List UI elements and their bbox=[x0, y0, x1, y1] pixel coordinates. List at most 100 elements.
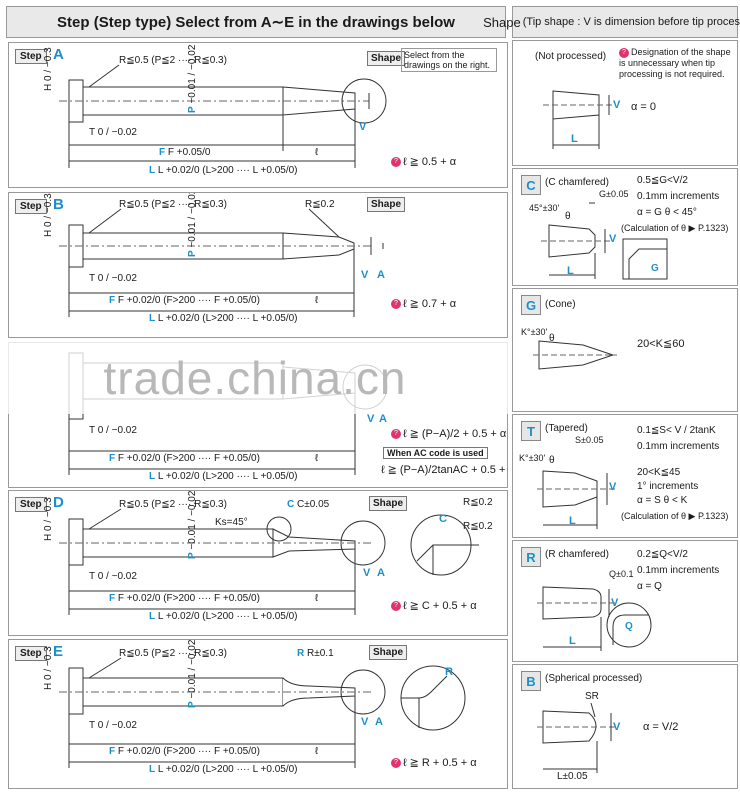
condition-ac: ℓ ≧ (P−A)/2tanAC + 0.5 + α bbox=[381, 464, 508, 476]
ell-label: ℓ bbox=[315, 593, 319, 604]
step-tag: Step bbox=[15, 497, 47, 512]
v-label: V bbox=[361, 716, 369, 728]
k-increments: 1° increments bbox=[637, 481, 699, 492]
g-tol: G±0.05 bbox=[599, 189, 629, 199]
panel-letter: B bbox=[53, 196, 64, 213]
h-dim: H 0 / −0.3 bbox=[43, 47, 54, 91]
shape-letter: C bbox=[521, 175, 541, 195]
t-dim: T 0 / −0.02 bbox=[89, 571, 137, 582]
pin-drawing-a bbox=[59, 64, 387, 168]
h-dim: H 0 / −0.3 bbox=[43, 497, 54, 541]
ell-label: ℓ bbox=[315, 295, 319, 306]
l-label: L bbox=[571, 133, 578, 145]
ks-angle: Ks=45° bbox=[215, 517, 248, 528]
panel-e: Step E R≦0.5 (P≦2 ···· R≦0.3) R R±0.1 Sh… bbox=[8, 639, 508, 789]
chamfer-note: C C±0.05 bbox=[287, 499, 330, 510]
t-dim: T 0 / −0.02 bbox=[89, 127, 137, 138]
calc-ref: (Calculation of θ ▶ P.1323) bbox=[621, 511, 729, 521]
shape-b-spherical: B (Spherical processed) SR α = V/2 V L±0… bbox=[512, 664, 738, 789]
theta: θ bbox=[549, 333, 555, 344]
shape-title: (Cone) bbox=[545, 299, 576, 310]
k-label: K°±30' bbox=[519, 453, 546, 463]
tip-radius-2: R≦0.2 bbox=[463, 521, 493, 532]
t-dim: T 0 / −0.02 bbox=[89, 720, 137, 731]
ell-label: ℓ bbox=[315, 147, 319, 158]
angle: 45°±30' bbox=[529, 203, 560, 213]
formula: α = S θ < K bbox=[637, 495, 688, 506]
increments: 0.1mm increments bbox=[637, 191, 720, 202]
t-dim: T 0 / −0.02 bbox=[89, 273, 137, 284]
pin-drawing-e bbox=[59, 657, 466, 768]
a-label: A bbox=[375, 716, 383, 728]
increments: 0.1mm increments bbox=[637, 565, 720, 576]
c-label: C bbox=[439, 513, 447, 525]
theta: θ bbox=[565, 211, 571, 222]
tip-drawing-b bbox=[537, 702, 617, 773]
f-dim: F F +0.02/0 (F>200 ···· F +0.05/0) bbox=[109, 593, 260, 604]
calc-ref: (Calculation of θ ▶ P.1323) bbox=[621, 223, 729, 233]
l-dim: L L +0.02/0 (L>200 ···· L +0.05/0) bbox=[149, 313, 298, 324]
sr-label: SR bbox=[585, 691, 599, 702]
shape-letter: R bbox=[521, 547, 541, 567]
s-tol: S±0.05 bbox=[575, 435, 604, 445]
a-label: A bbox=[377, 269, 385, 281]
p-dim: P −0.01 / −0.02 bbox=[187, 639, 198, 708]
formula: α = V/2 bbox=[643, 721, 679, 733]
f-dim: F F +0.05/0 bbox=[159, 147, 211, 158]
shape-note: ?Designation of the shape is unnecessary… bbox=[619, 47, 731, 79]
l-dim: L L +0.02/0 (L>200 ···· L +0.05/0) bbox=[149, 165, 298, 176]
ell-label: ℓ bbox=[315, 453, 319, 464]
radius-note: R≦0.5 (P≦2 ···· R≦0.3) bbox=[119, 199, 227, 210]
tip-drawing-t bbox=[537, 470, 615, 529]
panel-letter: D bbox=[53, 494, 64, 511]
step-tag: Step bbox=[15, 49, 47, 64]
v-label: V bbox=[363, 567, 371, 579]
shape-tag: Shape bbox=[367, 51, 406, 66]
radius-note: R≦0.5 (P≦2 ···· R≦0.3) bbox=[119, 648, 227, 659]
shape-title: (Spherical processed) bbox=[545, 673, 643, 684]
shape-t-tapered: T (Tapered) 0.1≦S< V / 2tanK 0.1mm incre… bbox=[512, 414, 738, 538]
shape-letter: G bbox=[521, 295, 541, 315]
shape-tag: Shape bbox=[369, 496, 408, 511]
a-label: A bbox=[379, 413, 387, 425]
condition: ?ℓ ≧ C + 0.5 + α bbox=[391, 599, 477, 612]
v-label: V bbox=[613, 721, 621, 733]
k-range: 20<K≦45 bbox=[637, 467, 681, 478]
tip-drawing-c bbox=[541, 202, 668, 280]
condition: ?ℓ ≧ 0.5 + α bbox=[391, 155, 456, 168]
theta: θ bbox=[549, 455, 555, 466]
v-label: V bbox=[367, 413, 375, 425]
l-dim: L L +0.02/0 (L>200 ···· L +0.05/0) bbox=[149, 611, 298, 622]
l-tol: L±0.05 bbox=[557, 771, 588, 782]
tip-drawing-r bbox=[537, 586, 652, 651]
shape-note: Select from the drawings on the right. bbox=[401, 48, 497, 72]
g-label: G bbox=[651, 263, 659, 274]
l-label: L bbox=[567, 265, 574, 277]
shape-not-processed: (Not processed) ?Designation of the shap… bbox=[512, 40, 738, 166]
v-label: V bbox=[613, 99, 621, 111]
panel-letter: E bbox=[53, 643, 64, 660]
step-tag: Step bbox=[15, 646, 47, 661]
pin-drawing-d bbox=[59, 508, 479, 615]
tip-drawing-none bbox=[543, 90, 613, 149]
step-tag: Step bbox=[15, 199, 47, 214]
l-label: L bbox=[569, 635, 576, 647]
p-dim: P −0.01 / −0.02 bbox=[187, 44, 198, 113]
shape-title: (C chamfered) bbox=[545, 177, 609, 188]
v-label: V bbox=[361, 269, 369, 281]
shape-header-note: (Tip shape : V is dimension before tip p… bbox=[522, 16, 740, 28]
v-label: V bbox=[609, 233, 617, 245]
v-label: V bbox=[611, 597, 619, 609]
p-dim: P −0.01 / −0.02 bbox=[187, 490, 198, 559]
pin-drawing-b bbox=[59, 208, 384, 317]
v-label: V bbox=[609, 481, 617, 493]
tip-radius-1: R≦0.2 bbox=[463, 497, 493, 508]
f-dim: F F +0.02/0 (F>200 ···· F +0.05/0) bbox=[109, 453, 260, 464]
l-label: L bbox=[569, 515, 576, 527]
range: 20<K≦60 bbox=[637, 338, 685, 350]
q-label: Q bbox=[625, 621, 633, 632]
v-label: V bbox=[359, 121, 367, 133]
f-dim: F F +0.02/0 (F>200 ···· F +0.05/0) bbox=[109, 295, 260, 306]
shape-letter: T bbox=[521, 421, 541, 441]
